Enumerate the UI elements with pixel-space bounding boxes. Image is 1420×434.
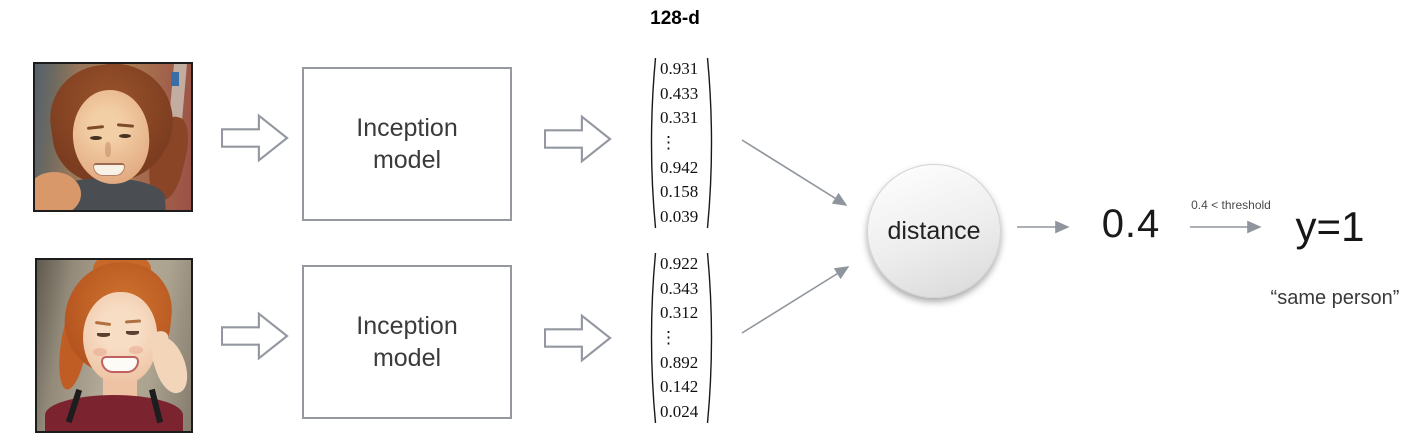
input-face-photo-2 <box>35 258 193 433</box>
embedding-vector-bottom: 0.922 0.343 0.312 ⋮ 0.892 0.142 0.024 <box>646 251 717 425</box>
model-box-label: Inception <box>356 114 458 142</box>
embedding-vector-top: 0.931 0.433 0.331 ⋮ 0.942 0.158 0.039 <box>646 56 717 230</box>
vector-value: 0.922 <box>660 254 699 274</box>
model-box-label: model <box>372 344 442 372</box>
vector-value: 0.024 <box>660 401 699 421</box>
input-face-photo-1 <box>33 62 193 212</box>
interpretation-label: “same person” <box>1270 287 1400 309</box>
vector-ellipsis: ⋮ <box>660 132 677 152</box>
photo-art-background <box>171 72 179 86</box>
distance-value: 0.4 <box>1101 202 1161 246</box>
embedding-dimension-label: 128-d <box>650 8 700 29</box>
photo-art-eye <box>97 333 110 337</box>
arrow-line-vector2-to-distance <box>741 266 850 334</box>
photo-art-blush <box>129 346 143 354</box>
photo-art-garment <box>45 395 183 431</box>
photo-art-arm <box>35 172 81 210</box>
block-arrow-icon <box>221 113 289 163</box>
photo-art-eye <box>90 136 102 140</box>
vector-value: 0.931 <box>660 59 699 79</box>
block-arrow-icon <box>544 114 612 164</box>
photo-art-nose <box>105 142 111 157</box>
inception-model-box-2: Inception model <box>302 265 512 419</box>
vector-value: 0.942 <box>660 157 699 177</box>
vector-value: 0.039 <box>660 206 699 226</box>
vector-value: 0.892 <box>660 352 699 372</box>
prediction-label: y=1 <box>1295 203 1365 250</box>
block-arrow-icon <box>544 313 612 363</box>
block-arrow-icon <box>221 311 289 361</box>
inception-model-box-1: Inception model <box>302 67 512 221</box>
left-paren-icon <box>650 252 657 424</box>
vector-values: 0.931 0.433 0.331 ⋮ 0.942 0.158 0.039 <box>657 56 706 230</box>
model-box-label: Inception <box>356 312 458 340</box>
vector-ellipsis: ⋮ <box>660 327 677 347</box>
distance-node-label: distance <box>887 216 981 245</box>
vector-value: 0.142 <box>660 377 699 397</box>
arrow-line-vector1-to-distance <box>741 139 848 206</box>
vector-value: 0.158 <box>660 182 699 202</box>
distance-node: distance <box>867 164 1001 298</box>
right-paren-icon <box>706 57 713 229</box>
model-box-label: model <box>372 146 442 174</box>
vector-values: 0.922 0.343 0.312 ⋮ 0.892 0.142 0.024 <box>657 251 706 425</box>
photo-art-eye <box>126 331 139 335</box>
vector-value: 0.331 <box>660 108 699 128</box>
vector-value: 0.312 <box>660 303 699 323</box>
right-paren-icon <box>706 252 713 424</box>
left-paren-icon <box>650 57 657 229</box>
photo-art-smile <box>93 163 125 176</box>
vector-value: 0.433 <box>660 83 699 103</box>
threshold-note: 0.4 < threshold <box>1191 198 1271 212</box>
photo-art-blush <box>93 348 107 356</box>
vector-value: 0.343 <box>660 278 699 298</box>
photo-art-eye <box>119 134 131 138</box>
photo-art-smile <box>101 356 139 373</box>
